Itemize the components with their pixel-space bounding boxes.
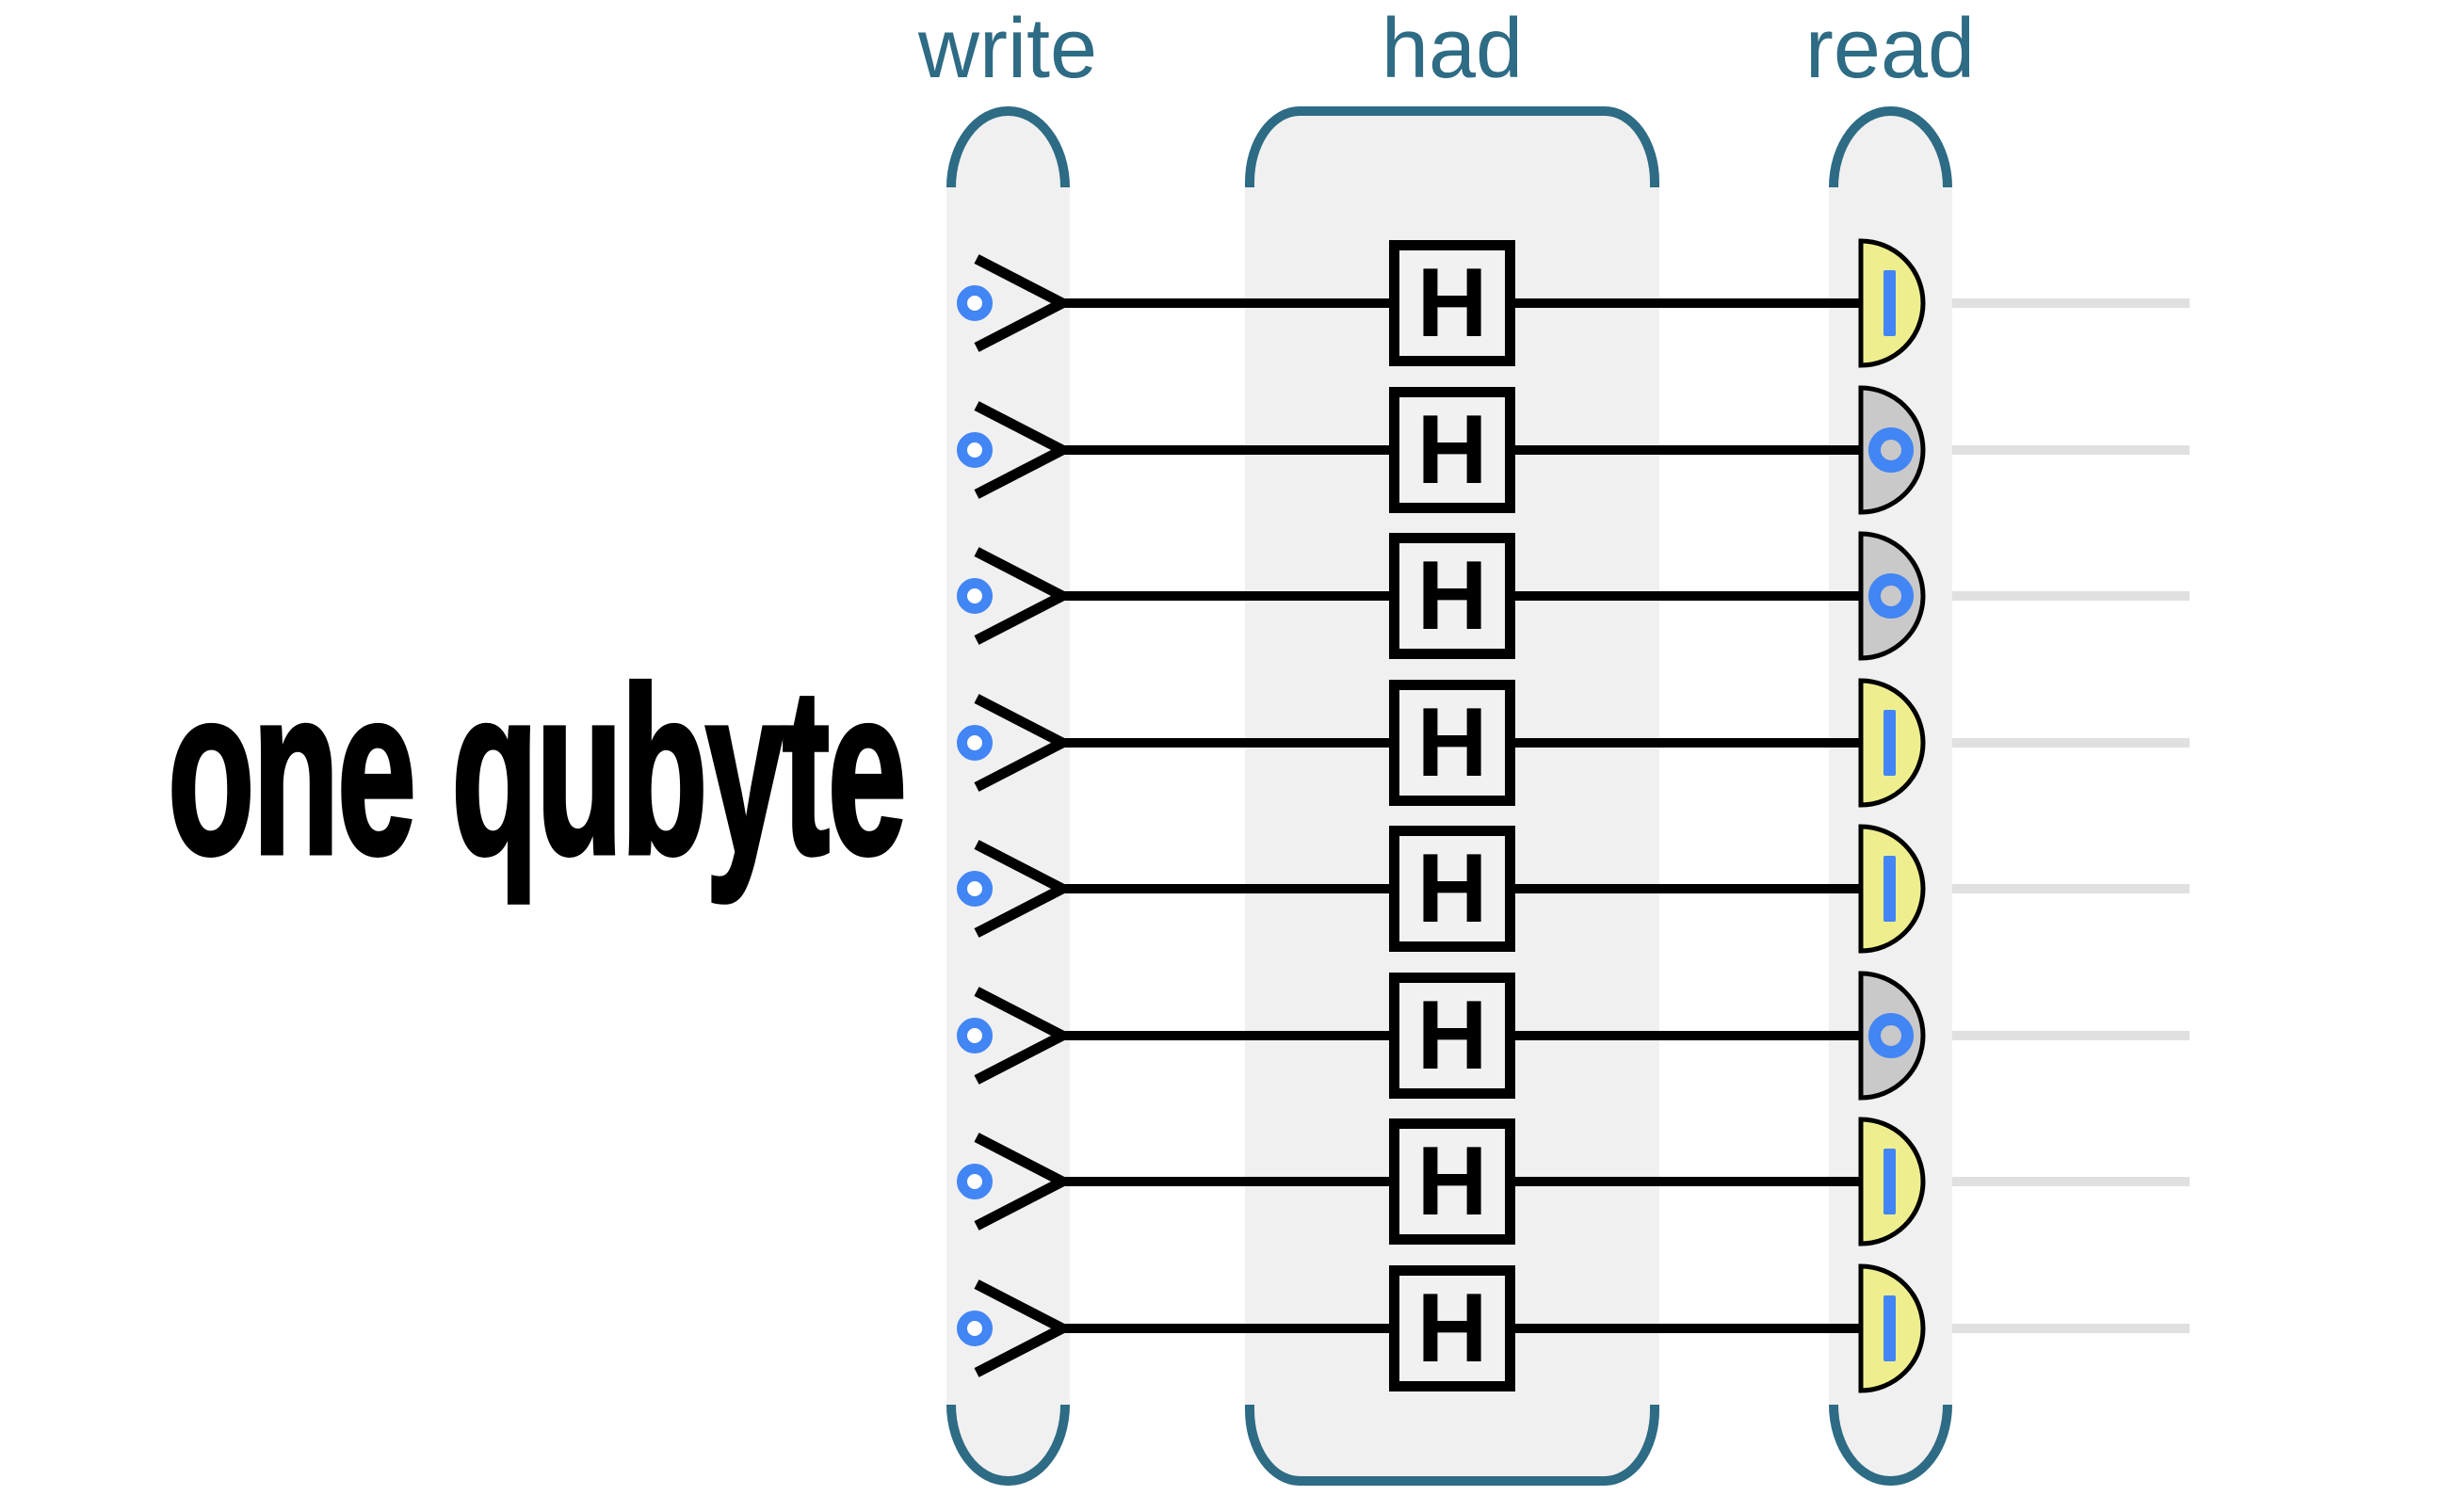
hadamard-gate: H <box>1389 533 1515 659</box>
read-bracket-bottom <box>1829 1405 1952 1486</box>
ket0-ring-icon <box>957 1310 993 1346</box>
had-bracket-top <box>1245 106 1659 187</box>
gate-label: H <box>1416 1273 1488 1383</box>
gate-label: H <box>1416 249 1488 358</box>
read-column-label: read <box>1804 2 1976 96</box>
readout-one-glyph <box>1883 856 1896 922</box>
readout-one-glyph <box>1883 1149 1896 1214</box>
write-bracket-bottom <box>946 1405 1070 1486</box>
gate-label: H <box>1416 1127 1488 1236</box>
hadamard-gate: H <box>1389 240 1515 366</box>
half-disc-meter-icon <box>1858 1117 1926 1247</box>
readout-one-glyph <box>1883 709 1896 776</box>
readout-one-glyph <box>1883 270 1896 336</box>
chevron-right-icon <box>974 1133 1067 1231</box>
half-disc-meter-icon <box>1858 970 1926 1101</box>
classical-wire <box>1952 1030 2190 1040</box>
half-disc-meter-icon <box>1858 384 1926 515</box>
half-disc-meter-icon <box>1858 1263 1926 1393</box>
half-disc-meter-icon <box>1858 531 1926 661</box>
chevron-right-icon <box>974 254 1067 352</box>
chevron-right-icon <box>974 840 1067 938</box>
ket0-ring-icon <box>957 1164 993 1199</box>
gate-label: H <box>1416 394 1488 505</box>
ket0-ring-icon <box>957 285 993 321</box>
ket0-ring-icon <box>957 724 993 761</box>
chevron-right-icon <box>974 1279 1067 1377</box>
gate-label: H <box>1416 541 1488 651</box>
ket0-ring-icon <box>957 578 993 614</box>
classical-wire <box>1952 737 2190 748</box>
write-bracket-top <box>946 106 1070 187</box>
classical-wire <box>1952 1323 2190 1333</box>
had-bracket-bottom <box>1245 1405 1659 1486</box>
hadamard-gate: H <box>1389 679 1515 806</box>
write-column-label: write <box>917 2 1098 96</box>
classical-wire <box>1952 884 2190 893</box>
gate-label: H <box>1416 834 1488 943</box>
chevron-right-icon <box>974 400 1067 499</box>
meter-disc <box>1858 384 1926 515</box>
gate-label: H <box>1416 687 1488 797</box>
chevron-right-icon <box>974 986 1067 1085</box>
meter-disc <box>1858 531 1926 661</box>
classical-wire <box>1952 1177 2190 1186</box>
ket0-ring-icon <box>957 431 993 468</box>
gate-label: H <box>1416 980 1488 1090</box>
readout-one-glyph <box>1883 1295 1896 1361</box>
meter-disc <box>1858 970 1926 1101</box>
chevron-right-icon <box>974 693 1067 792</box>
half-disc-meter-icon <box>1858 824 1926 954</box>
hadamard-gate: H <box>1389 972 1515 1099</box>
had-column-label: had <box>1381 2 1524 96</box>
readout-zero-glyph <box>1868 426 1914 473</box>
classical-wire <box>1952 591 2190 601</box>
half-disc-meter-icon <box>1858 238 1926 368</box>
hadamard-gate: H <box>1389 386 1515 513</box>
readout-zero-glyph <box>1868 573 1914 619</box>
hadamard-gate: H <box>1389 1264 1515 1391</box>
half-disc-meter-icon <box>1858 677 1926 808</box>
classical-wire <box>1952 444 2190 455</box>
page-title: one qubyte <box>166 639 908 904</box>
read-bracket-top <box>1829 106 1952 187</box>
hadamard-gate: H <box>1389 826 1515 952</box>
ket0-ring-icon <box>957 871 993 907</box>
ket0-ring-icon <box>957 1017 993 1054</box>
hadamard-gate: H <box>1389 1118 1515 1245</box>
chevron-right-icon <box>974 547 1067 645</box>
classical-wire <box>1952 298 2190 308</box>
readout-zero-glyph <box>1868 1012 1914 1058</box>
